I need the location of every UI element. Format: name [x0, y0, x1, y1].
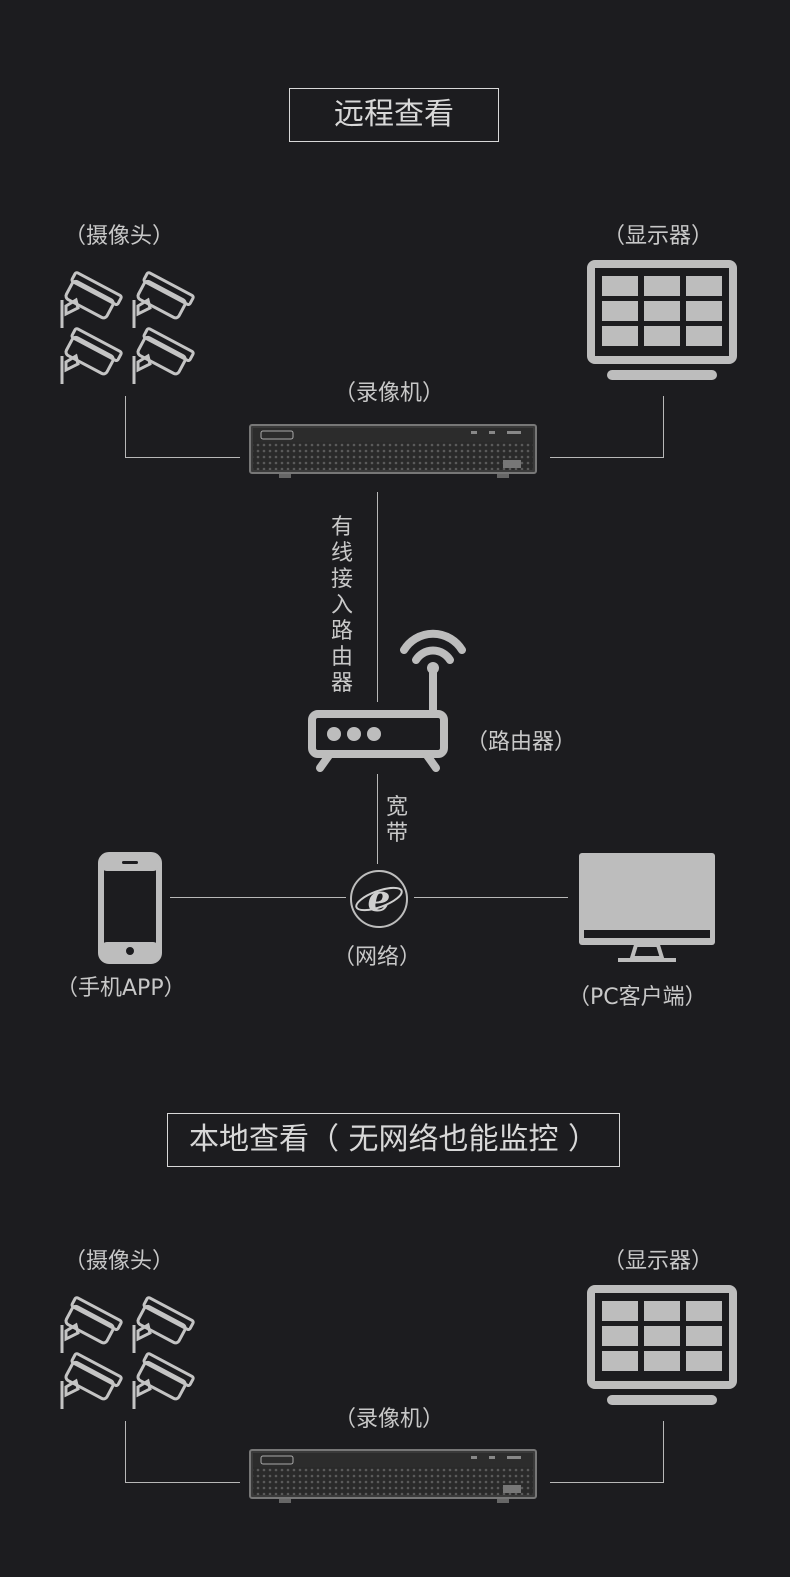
- svg-text:e: e: [368, 878, 391, 920]
- phone-internet-line: [170, 897, 346, 898]
- phone-label: （手机APP）: [56, 976, 186, 1001]
- local-monitor-label: （显示器）: [603, 1249, 714, 1274]
- remote-recorder-label: （录像机）: [334, 381, 445, 406]
- pc-icon: [579, 853, 715, 962]
- recorder-icon: [249, 1449, 537, 1503]
- wired-label: 有线接入路由器: [330, 515, 353, 696]
- remote-camera-label: （摄像头）: [64, 224, 175, 249]
- remote-monitor-label: （显示器）: [603, 224, 714, 249]
- router-label: （路由器）: [466, 730, 577, 755]
- pc-label: （PC客户端）: [568, 985, 707, 1010]
- internet-icon: e: [350, 870, 408, 928]
- internet-pc-line: [414, 897, 568, 898]
- local-monitor-line-horizontal: [550, 1482, 664, 1483]
- recorder-router-line: [377, 492, 378, 702]
- local-recorder-label: （录像机）: [334, 1407, 445, 1432]
- monitor-icon: [587, 260, 737, 380]
- local-camera-label: （摄像头）: [64, 1249, 175, 1274]
- broadband-label: 宽带: [385, 795, 408, 846]
- router-icon: [308, 629, 466, 772]
- remote-title-text: 远程查看: [334, 97, 454, 132]
- local-title-text: 本地查看（ 无网络也能监控 ）: [188, 1122, 599, 1157]
- camera-group-icon: [60, 1295, 196, 1411]
- local-camera-line-vertical: [125, 1421, 126, 1483]
- camera-line-horizontal: [125, 457, 240, 458]
- camera-line-vertical: [125, 396, 126, 458]
- recorder-icon: [249, 424, 537, 478]
- phone-icon: [98, 852, 162, 964]
- monitor-line-vertical: [663, 396, 664, 458]
- local-section-title: 本地查看（ 无网络也能监控 ）: [167, 1113, 620, 1167]
- camera-group-icon: [60, 270, 196, 386]
- router-internet-line: [377, 774, 378, 864]
- local-monitor-line-vertical: [663, 1421, 664, 1483]
- local-camera-line-horizontal: [125, 1482, 240, 1483]
- monitor-line-horizontal: [550, 457, 664, 458]
- remote-section-title: 远程查看: [289, 88, 499, 142]
- monitor-icon: [587, 1285, 737, 1405]
- network-label: （网络）: [333, 945, 422, 970]
